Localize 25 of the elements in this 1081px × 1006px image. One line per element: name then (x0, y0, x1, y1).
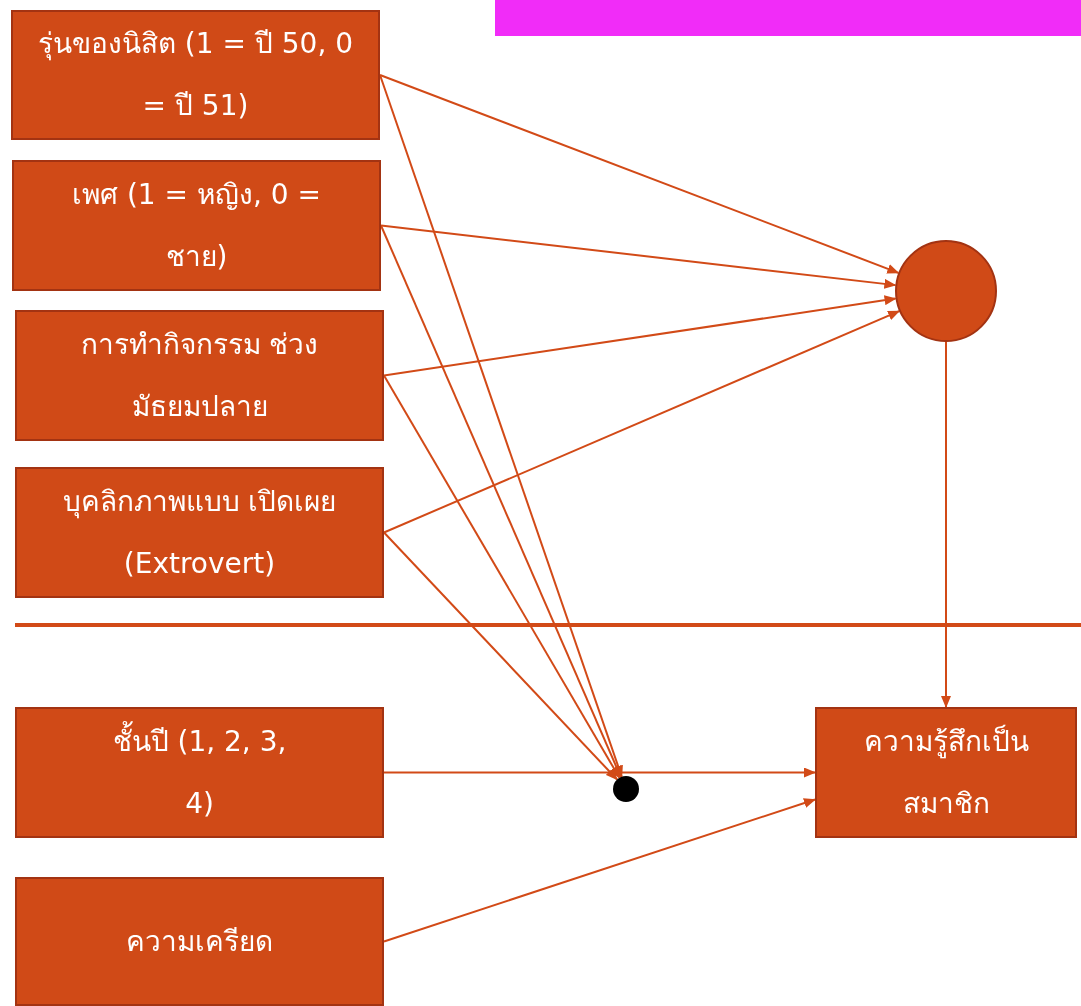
arrow (383, 531, 619, 781)
box-label: รุ่นของนิสิต (1 = ปี 50, 0 = ปี 51) (36, 26, 354, 124)
variable-box (15, 310, 384, 441)
box-label: ความเครียด (126, 923, 273, 960)
variable-box (11, 10, 380, 140)
banner-bar (495, 0, 1081, 36)
variable-box (12, 160, 381, 291)
box-label: บุคลิกภาพแบบ เปิดเผย (Extrovert) (61, 483, 338, 582)
variable-box (15, 467, 384, 598)
arrow (380, 224, 897, 289)
box-label: ชั้นปี (1, 2, 3, 4) (104, 710, 295, 835)
arrow (383, 310, 901, 534)
arrow (383, 767, 816, 778)
arrow (379, 74, 900, 274)
arrow (383, 798, 816, 943)
variable-box (15, 707, 384, 838)
variable-box (15, 877, 384, 1006)
variable-box (815, 707, 1077, 838)
arrow (941, 341, 951, 708)
box-label: เพศ (1 = หญิง, 0 = ชาย) (71, 176, 322, 275)
arrow (380, 224, 622, 779)
box-label: การทำกิจกรรม ช่วงมัธยมปลาย (79, 326, 320, 425)
box-label: ความรู้สึกเป็น สมาชิก (862, 723, 1030, 822)
arrow (383, 374, 621, 779)
arrow (383, 295, 897, 377)
